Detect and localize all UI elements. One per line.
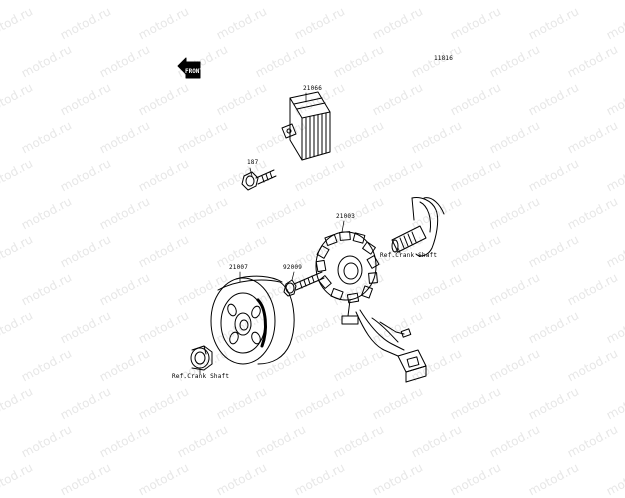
ref-crank-shaft-lower: Ref.Crank Shaft (172, 373, 230, 380)
part-number-regulator-bolt: 187 (247, 159, 259, 166)
leader-lines (199, 92, 401, 375)
part-number-regulator: 21066 (303, 85, 323, 92)
regulator-rectifier-drawing (281, 91, 331, 161)
part-number-stator: 21003 (336, 213, 356, 220)
crankcase-outline-drawing (411, 197, 445, 257)
part-number-stator-bolt: 92009 (283, 264, 303, 271)
rotor-drawing (210, 275, 295, 365)
stator-bolt-drawing (283, 271, 325, 297)
front-arrow-text: FRONT (185, 68, 203, 75)
regulator-bolt-drawing (241, 169, 277, 191)
ref-crank-shaft-upper: Ref.Crank Shaft (380, 252, 438, 259)
figure-code-label: 11816 (434, 55, 454, 62)
parts-diagram: FRONT (177, 57, 445, 383)
part-number-rotor: 21007 (229, 264, 249, 271)
crankshaft-nut-lower-drawing (190, 345, 213, 371)
crankshaft-tip-upper-drawing (391, 225, 427, 253)
front-arrow-icon: FRONT (177, 57, 203, 79)
stator-drawing (315, 231, 427, 383)
